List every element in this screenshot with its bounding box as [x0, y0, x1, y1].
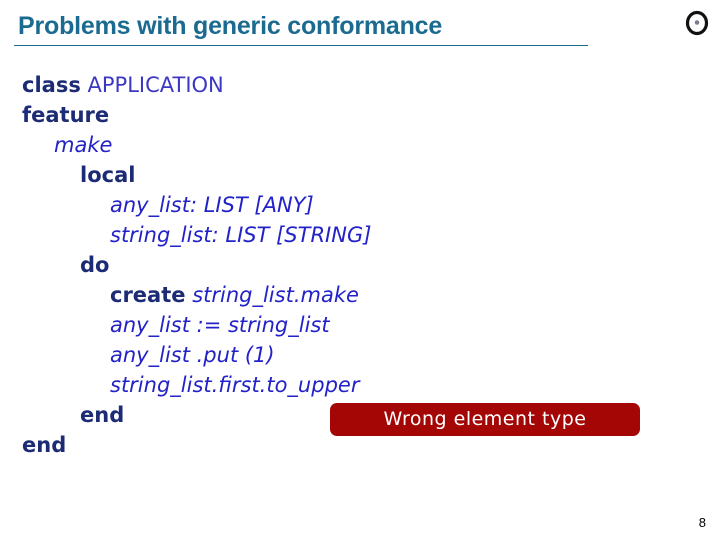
code-keyword: feature	[22, 103, 110, 127]
code-keyword: end	[80, 403, 125, 427]
code-identifier: any_list := string_list	[110, 313, 330, 337]
page-number: 8	[698, 515, 706, 530]
code-identifier: make	[54, 133, 113, 157]
code-line: any_list: LIST [ANY]	[0, 190, 660, 220]
code-identifier: any_list .put (1)	[110, 343, 275, 367]
code-line: end	[0, 430, 660, 460]
code-identifier: string_list.make	[192, 283, 359, 307]
code-line: do	[0, 250, 660, 280]
disc-icon	[684, 10, 710, 36]
code-line: any_list .put (1)	[0, 340, 660, 370]
code-keyword: class	[22, 73, 81, 97]
code-line: string_list: LIST [STRING]	[0, 220, 660, 250]
code-line: feature	[0, 100, 660, 130]
code-keyword: local	[80, 163, 136, 187]
code-line: end	[0, 400, 660, 430]
code-line: make	[0, 130, 660, 160]
code-identifier: string_list.first.to_upper	[110, 373, 360, 397]
title-divider	[14, 45, 588, 46]
code-line: class APPLICATION	[0, 70, 660, 100]
code-keyword: create	[110, 283, 186, 307]
code-keyword: do	[80, 253, 110, 277]
code-line: local	[0, 160, 660, 190]
annotation-callout: Wrong element type	[330, 403, 640, 436]
code-identifier: any_list: LIST [ANY]	[110, 193, 314, 217]
code-listing: class APPLICATION feature make local any_lis…	[0, 70, 660, 460]
code-identifier: string_list: LIST [STRING]	[110, 223, 372, 247]
code-keyword: end	[22, 433, 67, 457]
code-line: string_list.first.to_upper	[0, 370, 660, 400]
code-classname: APPLICATION	[87, 73, 224, 97]
code-line: create string_list.make	[0, 280, 660, 310]
page-title: Problems with generic conformance	[18, 12, 443, 40]
code-line: any_list := string_list	[0, 310, 660, 340]
code-space	[81, 73, 88, 97]
